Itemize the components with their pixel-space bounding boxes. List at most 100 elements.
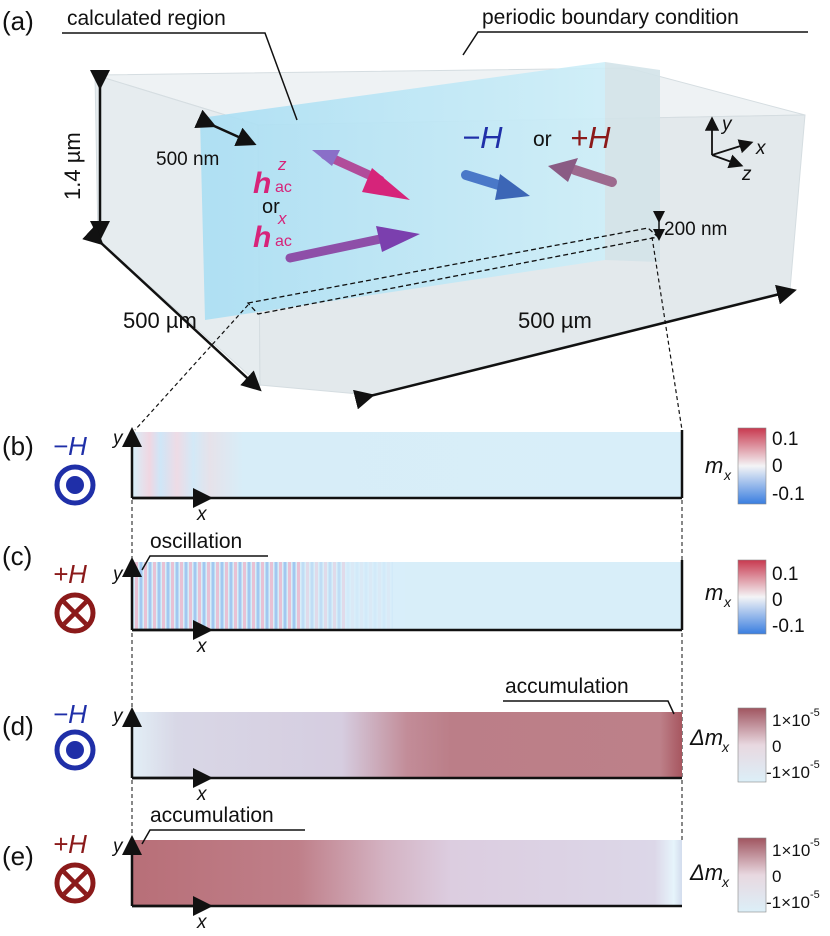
field-or-label: or bbox=[533, 128, 552, 151]
panel-c-y-label: y bbox=[111, 564, 124, 585]
panel-b-scale-min: -0.1 bbox=[772, 484, 805, 505]
panel-e-annotation-leader bbox=[141, 829, 305, 845]
panel-e-annotation: accumulation bbox=[150, 804, 274, 827]
panel-d-field: −H bbox=[53, 699, 87, 729]
panel-c-quantity-sub: x bbox=[723, 594, 732, 610]
panel-e-scale-max: 1×10 -5 bbox=[772, 837, 820, 860]
panel-a: (a) 1.4 µm 500 µm 500 µm 500 nm 200 nm c… bbox=[2, 6, 808, 431]
panel-e-y-label: y bbox=[111, 836, 124, 857]
calculated-region-label: calculated region bbox=[67, 7, 226, 30]
panel-c-field: +H bbox=[53, 559, 87, 589]
projection-right bbox=[651, 236, 683, 431]
hac-or-label: or bbox=[262, 196, 280, 218]
width-arrow bbox=[353, 284, 797, 410]
into-page-icon bbox=[54, 592, 96, 634]
panel-d-scale-mid: 0 bbox=[772, 737, 781, 756]
panel-d: (d) −H y x accumulation Δm x 1×10 -5 0 -… bbox=[2, 675, 820, 805]
width-label: 500 µm bbox=[518, 308, 592, 333]
scale-min-base: -1×10 bbox=[766, 763, 810, 782]
panel-c-scale-mid: 0 bbox=[772, 590, 783, 611]
thin-layer-label: 200 nm bbox=[664, 219, 727, 240]
panel-c-x-label: x bbox=[196, 636, 208, 657]
axis-x-label: x bbox=[755, 138, 767, 159]
panel-d-x-label: x bbox=[196, 784, 208, 805]
panel-d-y-label: y bbox=[111, 706, 124, 727]
field-minus-arrow bbox=[461, 170, 530, 200]
panel-c-colorbar bbox=[737, 559, 767, 635]
hac-z-sub: ac bbox=[275, 179, 292, 196]
panel-b-quantity: m x bbox=[705, 453, 732, 483]
scale-min-exp: -5 bbox=[810, 889, 820, 901]
into-page-icon bbox=[54, 862, 96, 904]
panel-d-label: (d) bbox=[2, 711, 34, 741]
panel-c: (c) +H y x oscillation m x 0.1 0 -0.1 bbox=[2, 530, 805, 657]
panel-c-quantity-main: m bbox=[705, 580, 723, 605]
scale-max-base: 1×10 bbox=[772, 841, 810, 860]
panel-d-annotation-leader bbox=[503, 700, 675, 715]
panel-b-map bbox=[133, 432, 682, 498]
panel-e-scale-mid: 0 bbox=[772, 867, 781, 886]
hac-x-sup: x bbox=[277, 209, 287, 228]
panel-d-scale-min: -1×10 -5 bbox=[766, 759, 820, 782]
slab-depth-arrow bbox=[194, 109, 257, 146]
slab-depth-label: 500 nm bbox=[156, 149, 219, 170]
panel-d-quantity: Δm x bbox=[689, 725, 730, 755]
panel-d-scale-max: 1×10 -5 bbox=[772, 707, 820, 730]
panel-d-quantity-main: Δm bbox=[689, 725, 723, 750]
panel-c-annotation-leader bbox=[141, 555, 268, 571]
panel-e-quantity-sub: x bbox=[721, 874, 730, 890]
panel-b-label: (b) bbox=[2, 431, 34, 461]
depth-arrow bbox=[82, 224, 262, 392]
panel-e-label: (e) bbox=[2, 841, 34, 871]
panel-e-scale-min: -1×10 -5 bbox=[766, 889, 820, 912]
hac-x-label: h x ac bbox=[253, 209, 292, 254]
panel-b-scale-max: 0.1 bbox=[772, 429, 798, 450]
panel-e-x-label: x bbox=[196, 912, 208, 933]
panel-c-scale-min: -0.1 bbox=[772, 616, 805, 637]
panel-b-field: −H bbox=[53, 431, 87, 461]
hac-x-main: h bbox=[253, 221, 271, 254]
panel-c-annotation: oscillation bbox=[150, 530, 242, 553]
panel-b-quantity-sub: x bbox=[723, 467, 732, 483]
panel-d-annotation: accumulation bbox=[505, 675, 629, 698]
out-of-page-icon bbox=[54, 729, 96, 771]
scale-min-exp: -5 bbox=[810, 759, 820, 771]
panel-e-quantity: Δm x bbox=[689, 860, 730, 890]
calculated-slab-end bbox=[605, 62, 660, 262]
panel-e: (e) +H y x accumulation Δm x 1×10 -5 0 -… bbox=[2, 804, 820, 933]
scale-max-exp: -5 bbox=[810, 707, 820, 719]
projection-left bbox=[134, 304, 249, 431]
scale-max-base: 1×10 bbox=[772, 711, 810, 730]
panel-b: (b) −H y x m x 0.1 0 -0.1 bbox=[2, 427, 805, 525]
panel-e-field: +H bbox=[53, 829, 87, 859]
panel-b-x-label: x bbox=[196, 504, 208, 525]
panel-b-quantity-main: m bbox=[705, 453, 723, 478]
panel-b-colorbar bbox=[737, 427, 767, 505]
panel-c-scale-max: 0.1 bbox=[772, 564, 798, 585]
panel-a-label: (a) bbox=[2, 6, 34, 36]
scale-max-exp: -5 bbox=[810, 837, 820, 849]
field-plus-label: +H bbox=[570, 120, 611, 155]
hac-x-sub: ac bbox=[275, 233, 292, 250]
height-label: 1.4 µm bbox=[60, 132, 85, 200]
panel-e-quantity-main: Δm bbox=[689, 860, 723, 885]
periodic-boundary-label: periodic boundary condition bbox=[482, 6, 739, 29]
panel-e-colorbar bbox=[737, 837, 767, 913]
coordinate-axes: y x z bbox=[704, 114, 767, 185]
scale-min-base: -1×10 bbox=[766, 893, 810, 912]
out-of-page-icon bbox=[54, 464, 96, 506]
panel-b-y-label: y bbox=[111, 428, 124, 449]
panel-c-label: (c) bbox=[2, 541, 32, 571]
axis-z-label: z bbox=[741, 164, 752, 185]
depth-label: 500 µm bbox=[123, 308, 197, 333]
hac-z-sup: z bbox=[277, 155, 287, 174]
field-plus-arrow bbox=[548, 158, 617, 187]
panel-e-map bbox=[133, 840, 682, 906]
field-minus-label: −H bbox=[462, 120, 503, 155]
panel-c-quantity: m x bbox=[705, 580, 732, 610]
hac-z-main: h bbox=[253, 167, 271, 200]
panel-d-quantity-sub: x bbox=[721, 739, 730, 755]
hac-z-arrow bbox=[312, 150, 410, 200]
axis-y-label: y bbox=[720, 114, 733, 135]
